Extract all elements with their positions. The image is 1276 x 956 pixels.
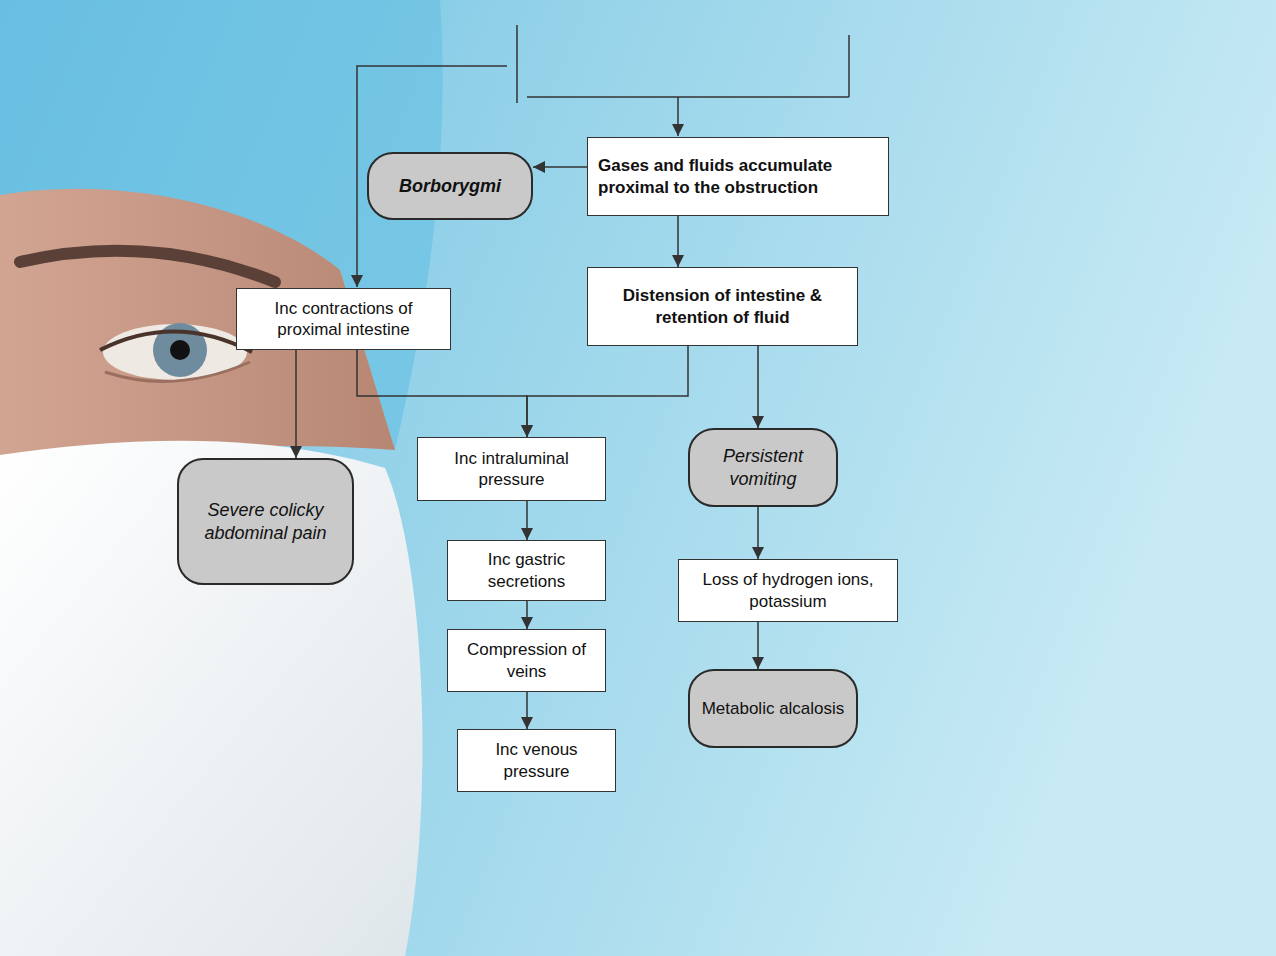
node-text: Metabolic alcalosis [700, 698, 846, 719]
flow-arrow [757, 622, 759, 669]
symptom-pill: Metabolic alcalosis [688, 669, 858, 748]
node-text: Gases and fluids accumulate proximal to … [598, 155, 878, 198]
flow-arrow [757, 346, 759, 428]
flow-arrow [526, 501, 528, 540]
process-box: Distension of intestine & retention of f… [587, 267, 858, 346]
process-box: Inc intraluminal pressure [417, 437, 606, 501]
node-text: Distension of intestine & retention of f… [598, 285, 847, 328]
flow-arrow [533, 166, 587, 168]
process-box: Loss of hydrogen ions, potassium [678, 559, 898, 622]
node-text: Loss of hydrogen ions, potassium [689, 569, 887, 612]
bracket-arrow [677, 97, 679, 136]
node-text: Inc gastric secretions [458, 549, 595, 592]
bracket-line [848, 35, 850, 97]
flow-arrow [677, 216, 679, 267]
process-box: Gases and fluids accumulate proximal to … [587, 137, 889, 216]
node-text: Inc intraluminal pressure [428, 448, 595, 491]
symptom-pill: Severe colicky abdominal pain [177, 458, 354, 585]
node-text: Inc contractions of proximal intestine [247, 298, 440, 341]
node-text: Persistent vomiting [700, 445, 826, 490]
flow-arrow [357, 350, 527, 437]
flow-arrow [526, 601, 528, 629]
flow-arrow [526, 692, 528, 729]
process-box: Inc gastric secretions [447, 540, 606, 601]
node-text: Borborygmi [379, 175, 521, 198]
symptom-pill: Borborygmi [367, 152, 533, 220]
face-mask [0, 441, 422, 956]
process-box: Inc contractions of proximal intestine [236, 288, 451, 350]
eye-pupil [170, 340, 190, 360]
eyelid [100, 331, 252, 352]
lower-eyelid [105, 362, 250, 381]
eyebrow [20, 251, 275, 282]
process-box: Inc venous pressure [457, 729, 616, 792]
flow-arrow [295, 350, 297, 458]
node-text: Severe colicky abdominal pain [189, 499, 342, 544]
flow-arrow [527, 346, 688, 437]
flow-arrow [757, 507, 759, 559]
symptom-pill: Persistent vomiting [688, 428, 838, 507]
node-text: Compression of veins [458, 639, 595, 682]
node-text: Inc venous pressure [468, 739, 605, 782]
process-box: Compression of veins [447, 629, 606, 692]
bracket-line [527, 96, 849, 98]
bracket-line [516, 25, 518, 103]
